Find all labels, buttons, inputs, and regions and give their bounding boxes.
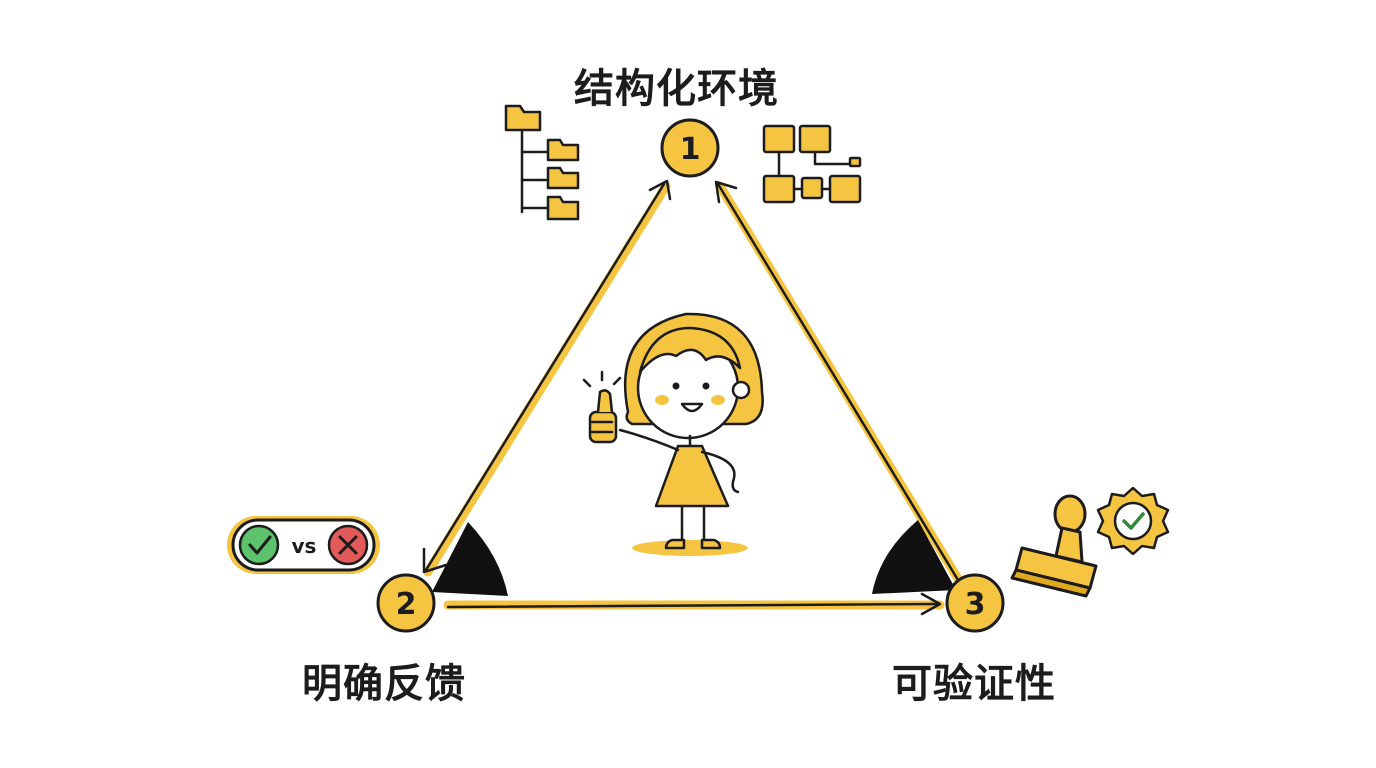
edge-1-to-2 <box>422 179 672 577</box>
node-1-label: 结构化环境 <box>574 66 779 112</box>
node-3-number: 3 <box>965 587 986 622</box>
node-2-number: 2 <box>396 587 417 622</box>
node-3: 3 <box>945 573 1005 633</box>
node-2: 2 <box>376 573 436 633</box>
check-vs-cross-icon: vs <box>227 516 380 574</box>
node-3-label: 可验证性 <box>892 661 1056 707</box>
rubber-stamp-icon <box>1010 494 1098 598</box>
node-2-label: 明确反馈 <box>302 661 466 707</box>
edge-1-to-3 <box>714 180 965 587</box>
corner-wedge-left <box>432 522 508 596</box>
edge-2-to-3 <box>443 592 945 616</box>
node-1: 1 <box>660 118 720 178</box>
block-diagram-icon <box>762 124 862 204</box>
thumbs-up-girl-illustration <box>582 312 764 556</box>
approval-seal-icon <box>1096 486 1170 556</box>
node-1-number: 1 <box>680 132 701 167</box>
check-icon <box>238 524 280 566</box>
vs-text: vs <box>292 534 317 558</box>
folder-tree-icon <box>504 104 580 221</box>
corner-wedge-right <box>872 520 956 594</box>
